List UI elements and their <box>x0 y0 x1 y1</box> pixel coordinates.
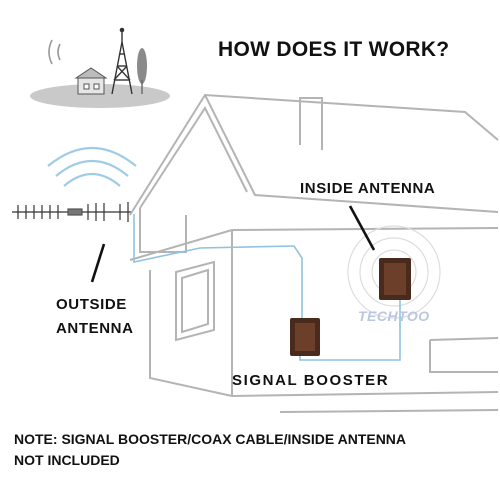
outside-antenna-label-line2: ANTENNA <box>56 320 134 337</box>
coax-cable <box>133 214 401 361</box>
indoor-antenna-icon <box>379 258 411 300</box>
page-title: HOW DOES IT WORK? <box>218 38 450 61</box>
window-left <box>175 260 215 342</box>
ground-ellipse <box>30 84 170 108</box>
outside-signal-waves <box>47 147 137 187</box>
tree-icon <box>137 48 147 94</box>
cottage-icon <box>74 67 108 95</box>
signal-booster-label: SIGNAL BOOSTER <box>232 372 390 389</box>
yagi-antenna-icon <box>12 202 132 222</box>
tower-scene <box>30 27 170 108</box>
roof-inner <box>139 105 248 209</box>
right-wall <box>231 227 499 396</box>
inside-antenna-label: INSIDE ANTENNA <box>300 180 436 197</box>
note-line1: NOTE: SIGNAL BOOSTER/COAX CABLE/INSIDE A… <box>14 431 407 447</box>
booster-box-icon <box>290 318 320 356</box>
front-gable <box>139 208 187 253</box>
watermark: TECHTOO <box>358 308 430 324</box>
left-wall-top <box>129 229 233 261</box>
tower-signal-arcs <box>48 39 61 65</box>
chimney <box>299 97 323 150</box>
outside-antenna-label-line1: OUTSIDE <box>56 296 127 313</box>
window-right <box>429 337 499 373</box>
note-line2: NOT INCLUDED <box>14 452 120 468</box>
left-wall <box>149 270 233 397</box>
cell-tower-icon <box>111 27 133 95</box>
house <box>129 93 499 413</box>
outside-antenna-pointer <box>90 243 106 283</box>
inside-antenna-pointer <box>348 205 376 251</box>
roof <box>129 93 499 216</box>
floor-line <box>231 391 499 413</box>
